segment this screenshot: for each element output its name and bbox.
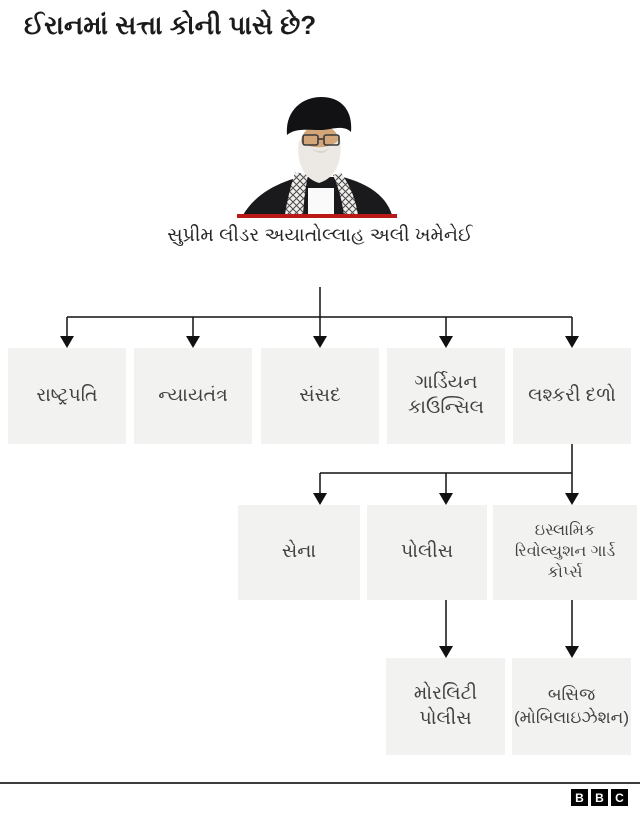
shirt-shape [308, 188, 334, 215]
khamenei-portrait-illustration [237, 90, 397, 215]
arrowhead [439, 493, 453, 505]
arrowhead [565, 646, 579, 658]
org-box-irgc: ઇસ્લામિક રિવોલ્યુશન ગાર્ડ કોર્પ્સ [493, 505, 637, 600]
arrowhead [439, 336, 453, 348]
glasses-shape [302, 134, 340, 146]
arrowhead [186, 336, 200, 348]
supreme-leader-caption: સુપ્રીમ લીડર અયાતોલ્લાહ અલી ખમેનેઈ [167, 225, 473, 246]
org-box-basij: બસિજ (મોબિલાઇઝેશન) [512, 658, 631, 755]
arrowhead [60, 336, 74, 348]
beard-shape [298, 138, 341, 183]
photo-red-underline [237, 214, 397, 218]
mustache-shape [311, 148, 330, 153]
bbc-logo-block: B [571, 789, 588, 806]
level2-connectors [313, 444, 579, 505]
bbc-logo-block: B [591, 789, 608, 806]
level3-connectors [439, 600, 579, 658]
org-box-morality-police: મોરલિટી પોલીસ [386, 658, 505, 755]
org-box-parliament: સંસદ [261, 348, 379, 444]
org-box-judiciary: ન્યાયતંત્ર [134, 348, 252, 444]
footer-divider [0, 782, 640, 784]
turban-shape [286, 97, 352, 135]
org-box-police: પોલીસ [367, 505, 487, 600]
page-title: ઈરાનમાં સત્તા કોની પાસે છે? [24, 10, 317, 40]
level1-connectors [60, 287, 579, 348]
scarf-left [285, 172, 308, 215]
supreme-leader-photo [237, 90, 397, 215]
scarf-right [333, 173, 358, 215]
arrowhead [313, 493, 327, 505]
org-box-army: સેના [238, 505, 360, 600]
bbc-logo: B B C [571, 789, 628, 806]
arrowhead [565, 336, 579, 348]
org-box-military-forces: લશ્કરી દળો [513, 348, 631, 444]
org-box-guardian-council: ગાર્ડિયન કાઉન્સિલ [387, 348, 505, 444]
arrowhead [565, 493, 579, 505]
org-box-president: રાષ્ટ્રપતિ [8, 348, 126, 444]
bbc-logo-block: C [611, 789, 628, 806]
arrowhead [313, 336, 327, 348]
arrowhead [439, 646, 453, 658]
